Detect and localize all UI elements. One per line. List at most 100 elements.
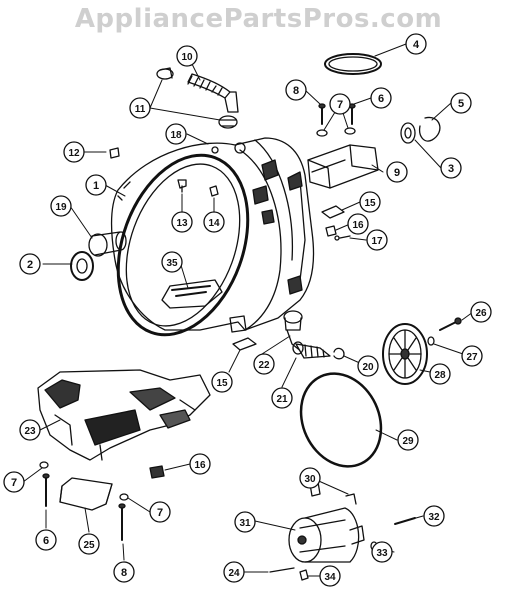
callout-number: 7	[157, 507, 163, 519]
callout-circle	[347, 213, 369, 235]
callout-circle	[271, 387, 293, 409]
inlet-hose	[156, 67, 239, 129]
callout-circle	[3, 471, 25, 493]
callout-24-screw: 24	[223, 561, 245, 583]
callout-29-belt: 29	[397, 429, 419, 451]
callout-circle	[19, 419, 41, 441]
callout-20-clamp: 20	[357, 355, 379, 377]
callout-number: 28	[434, 370, 446, 381]
callout-22-elbow: 22	[253, 353, 275, 375]
callout-circle	[397, 429, 419, 451]
bracket	[307, 144, 379, 189]
bottom-fasteners	[39, 461, 129, 541]
callout-number: 6	[43, 535, 49, 547]
callout-26-bolt: 26	[470, 301, 492, 323]
callout-2-seal: 2	[19, 253, 41, 275]
callout-13-clip: 13	[171, 211, 193, 233]
callout-7-washers-top: 7	[329, 93, 351, 115]
callout-circle	[165, 123, 187, 145]
callout-1-outer-tub: 1	[85, 174, 107, 196]
small-parts	[109, 147, 351, 351]
callout-number: 22	[258, 360, 270, 371]
callout-number: 13	[176, 218, 188, 229]
callout-15-pad-right: 15	[359, 191, 381, 213]
callout-circle	[319, 565, 341, 587]
callout-circle	[50, 195, 72, 217]
callout-circle	[366, 229, 388, 251]
motor	[269, 481, 416, 581]
callout-circle	[450, 92, 472, 114]
callout-number: 26	[475, 308, 487, 319]
callout-8-bolt-bottom: 8	[113, 561, 135, 583]
bearing-ring	[400, 116, 441, 144]
callout-circle	[129, 97, 151, 119]
callout-circle	[285, 79, 307, 101]
callout-number: 4	[413, 39, 420, 51]
callout-25-damper: 25	[78, 533, 100, 555]
callout-number: 23	[24, 426, 36, 437]
callout-circle	[223, 561, 245, 583]
callout-number: 19	[55, 202, 67, 213]
callout-number: 20	[362, 362, 374, 373]
callout-circle	[234, 511, 256, 533]
callout-number: 16	[194, 460, 206, 471]
callout-circle	[386, 161, 408, 183]
callout-number: 34	[324, 572, 336, 583]
callout-number: 18	[170, 130, 182, 141]
callout-circle	[161, 251, 183, 273]
top-fasteners	[316, 103, 356, 137]
callout-number: 6	[378, 93, 384, 105]
callout-circle	[370, 87, 392, 109]
callout-6-bolt-top: 6	[370, 87, 392, 109]
callout-number: 33	[376, 548, 388, 559]
callout-number: 16	[352, 220, 364, 231]
callout-4-hose-loop: 4	[405, 33, 427, 55]
callout-12-nut: 12	[63, 141, 85, 163]
callout-30-bolt: 30	[299, 467, 321, 489]
callout-number: 21	[276, 394, 288, 405]
callout-number: 29	[402, 436, 414, 447]
callout-circle	[149, 501, 171, 523]
callout-circle	[19, 253, 41, 275]
callout-32-screw: 32	[423, 505, 445, 527]
callout-circle	[329, 93, 351, 115]
callout-23-base-frame: 23	[19, 419, 41, 441]
callout-19-sleeve: 19	[50, 195, 72, 217]
callout-number: 1	[93, 180, 99, 192]
callout-5-retaining-ring: 5	[450, 92, 472, 114]
callout-circle	[405, 33, 427, 55]
callout-35-heater: 35	[161, 251, 183, 273]
callout-circle	[203, 211, 225, 233]
callout-number: 31	[239, 518, 251, 529]
callout-27-washer: 27	[461, 345, 483, 367]
callout-28-pulley: 28	[429, 363, 451, 385]
callout-circle	[35, 529, 57, 551]
callout-number: 10	[181, 52, 193, 63]
callout-21-drain-hose: 21	[271, 387, 293, 409]
callout-circle	[357, 355, 379, 377]
callout-34-nut: 34	[319, 565, 341, 587]
callout-16-clip-right: 16	[347, 213, 369, 235]
callout-16-clip-bottom: 16	[189, 453, 211, 475]
callout-number: 3	[448, 163, 454, 175]
callout-8-bolt-top: 8	[285, 79, 307, 101]
callout-number: 11	[135, 104, 146, 115]
callout-number: 27	[466, 352, 478, 363]
callout-number: 7	[337, 99, 343, 111]
callout-number: 17	[371, 236, 383, 247]
callout-circle	[461, 345, 483, 367]
callout-number: 15	[216, 378, 228, 389]
seal-sleeve	[70, 231, 127, 281]
callout-9-bracket: 9	[386, 161, 408, 183]
base-frame	[37, 369, 211, 461]
callout-circle	[299, 467, 321, 489]
callout-circle	[371, 541, 393, 563]
callout-number: 30	[304, 474, 316, 485]
pulley	[382, 317, 462, 385]
hose-loop	[324, 53, 382, 75]
drain-assembly	[283, 310, 345, 360]
callout-circle	[63, 141, 85, 163]
callout-number: 25	[83, 540, 95, 551]
callout-circle	[470, 301, 492, 323]
